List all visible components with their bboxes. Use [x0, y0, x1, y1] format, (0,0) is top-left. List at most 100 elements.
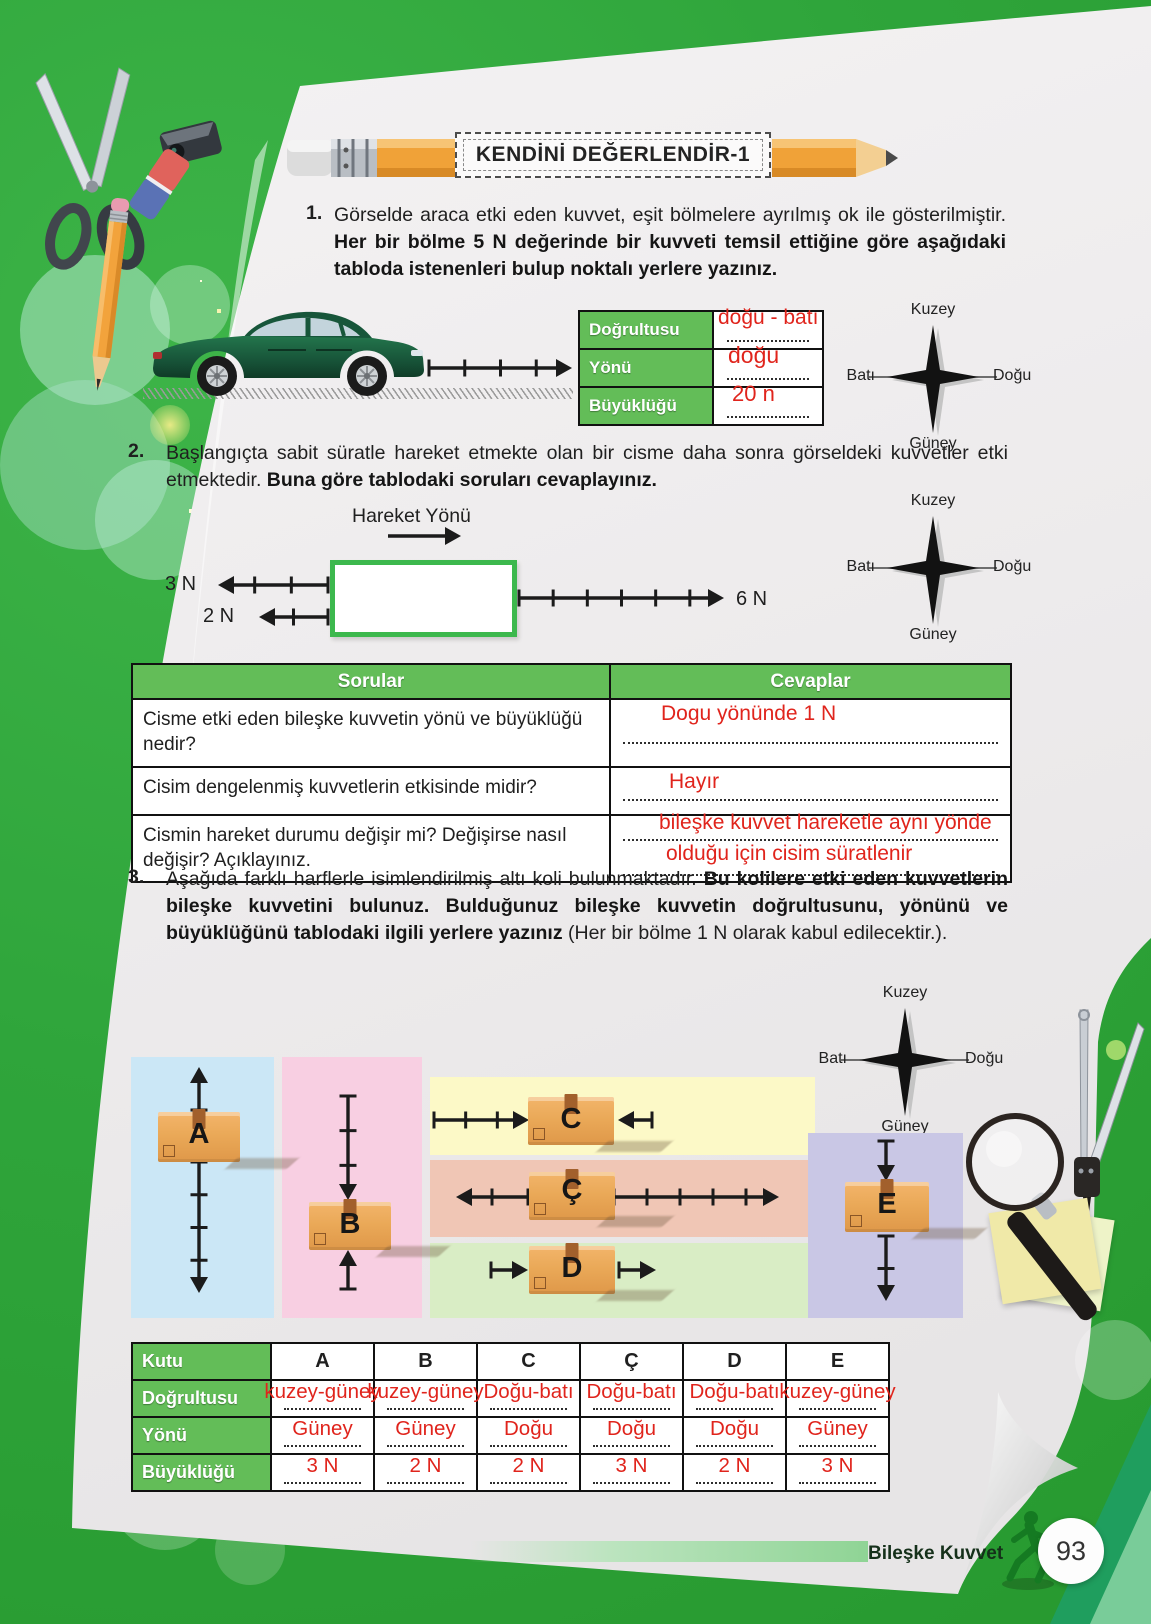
dotted-line	[696, 1408, 773, 1410]
q3-col-d: D	[684, 1344, 785, 1379]
force-arrow-cc-right	[612, 1184, 780, 1215]
tape	[192, 1109, 206, 1129]
q3-ans: Doğu	[709, 1417, 760, 1440]
dotted-line	[622, 839, 999, 841]
q1-answer-cell: 20 n	[714, 381, 822, 424]
dotted-line	[387, 1408, 464, 1410]
compass-east-label: Doğu	[965, 1050, 1004, 1067]
scissors-icon	[35, 67, 145, 270]
q2-header-sorular: Sorular	[133, 665, 609, 698]
q2-answer-cell-3: bileşke kuvvet hareketle aynı yönde oldu…	[611, 811, 1010, 881]
compass-north-label: Kuzey	[910, 301, 956, 318]
q3-col-cc: Ç	[581, 1344, 682, 1379]
q2-header-cevaplar: Cevaplar	[611, 665, 1010, 698]
q3-col-b: B	[375, 1344, 476, 1379]
q2-answer-3-line1: bileşke kuvvet hareketle aynı yönde	[659, 811, 992, 834]
dotted-line	[490, 1445, 567, 1447]
q3-col-e: E	[787, 1344, 888, 1379]
magnifier-icon	[966, 1113, 1097, 1321]
q2-text-normal: Başlangıçta sabit süratle hareket etmekt…	[166, 442, 1008, 491]
compass-rose: Kuzey Batı Doğu Güney	[823, 301, 1043, 453]
q3-cell: Doğu	[581, 1417, 682, 1453]
dotted-line	[593, 1408, 670, 1410]
q1-answer-table: Doğrultusu doğu - batı Yönü doğu Büyüklü…	[578, 306, 824, 426]
box-marking	[314, 1233, 326, 1245]
eraser-icon	[129, 149, 190, 220]
dotted-line	[387, 1482, 464, 1484]
force-arrow-c-right	[432, 1107, 530, 1138]
q3-cell: Güney	[787, 1417, 888, 1453]
force-arrow-e-down-top	[873, 1139, 899, 1187]
bokeh-circle	[1075, 1320, 1151, 1400]
pencil-banner-left-icon	[287, 139, 457, 177]
q3-text-normal2: (Her bir bölme 1 N olarak kabul edilecek…	[568, 922, 948, 944]
dotted-line	[593, 1445, 670, 1447]
q2-answer-cell-1: Dogu yönünde 1 N	[611, 700, 1010, 766]
sparkle-dots	[200, 280, 202, 282]
q3-ans: kuzey-güney	[779, 1380, 896, 1403]
q3-cell: 3 N	[581, 1454, 682, 1490]
panel-box-c	[430, 1077, 815, 1155]
box-letter: E	[877, 1188, 897, 1220]
cargo-box-c-cedilla: Ç	[529, 1169, 674, 1227]
q2-answer-1: Dogu yönünde 1 N	[661, 702, 837, 725]
dotted-line	[284, 1482, 361, 1484]
q1-answer-yonu: doğu	[728, 342, 780, 368]
dotted-line	[799, 1482, 876, 1484]
q1-answer-cell: doğu - batı	[714, 306, 822, 348]
car-image	[153, 311, 424, 396]
dotted-line	[284, 1408, 361, 1410]
box-shadow	[375, 1246, 450, 1257]
dotted-line	[726, 378, 810, 380]
q3-cell: kuzey-güney	[264, 1380, 381, 1416]
q2-object-box	[330, 560, 517, 637]
dotted-line	[622, 742, 999, 744]
compass-rose: Kuzey Batı Doğu Güney	[823, 492, 1043, 644]
dotted-line	[726, 416, 810, 418]
force-arrow-b-down	[335, 1094, 361, 1206]
q3-ans: 2 N	[718, 1454, 751, 1477]
q3-cell: Doğu-batı	[684, 1380, 785, 1416]
q3-cell: Doğu	[478, 1417, 579, 1453]
q3-ans: 2 N	[512, 1454, 545, 1477]
force-arrow-d-left	[489, 1257, 529, 1288]
q3-corner-kutu: Kutu	[133, 1344, 270, 1379]
q3-ans: Güney	[292, 1417, 353, 1440]
cargo-box-e: E	[845, 1179, 988, 1239]
compass-star-icon	[869, 516, 997, 627]
q3-cell: kuzey-güney	[367, 1380, 484, 1416]
dotted-line	[696, 1445, 773, 1447]
dotted-line	[799, 1445, 876, 1447]
q3-ans: kuzey-güney	[264, 1380, 381, 1403]
q1-answer-cell: doğu	[714, 342, 822, 386]
compass-north-label: Kuzey	[882, 984, 928, 1001]
dotted-line	[593, 1482, 670, 1484]
compass-star-icon	[841, 1008, 969, 1119]
compass-west-label: Batı	[818, 1050, 847, 1067]
green-dot	[1106, 1040, 1126, 1060]
dotted-line	[490, 1482, 567, 1484]
q1-answer-dogrultusu: doğu - batı	[718, 306, 819, 329]
force-arrow-2n	[258, 604, 330, 635]
force-arrow-e-down-bottom	[873, 1234, 899, 1307]
compass-east-label: Doğu	[993, 558, 1032, 575]
tape	[565, 1243, 579, 1263]
q3-row-dogrultusu: Doğrultusu	[133, 1381, 270, 1416]
q3-cell: Doğu-batı	[581, 1380, 682, 1416]
compass-north-label: Kuzey	[910, 492, 956, 509]
dotted-line	[387, 1445, 464, 1447]
compass-east-label: Doğu	[993, 367, 1032, 384]
dotted-line	[284, 1445, 361, 1447]
compass-south-label: Güney	[881, 1118, 929, 1135]
box-letter: Ç	[561, 1174, 583, 1206]
bokeh-circle	[0, 380, 170, 550]
q3-ans: 2 N	[409, 1454, 442, 1477]
q1-text-normal: Görselde araca etki eden kuvvet, eşit bö…	[334, 204, 1006, 226]
q3-ans: Güney	[807, 1417, 868, 1440]
q3-cell: 2 N	[375, 1454, 476, 1490]
q1-row-label: Doğrultusu	[580, 312, 712, 348]
q2-text-bold: Buna göre tablodaki soruları cevaplayını…	[266, 469, 657, 491]
compass-rose: Kuzey Batı Doğu Güney	[795, 984, 1015, 1136]
q3-ans: kuzey-güney	[367, 1380, 484, 1403]
